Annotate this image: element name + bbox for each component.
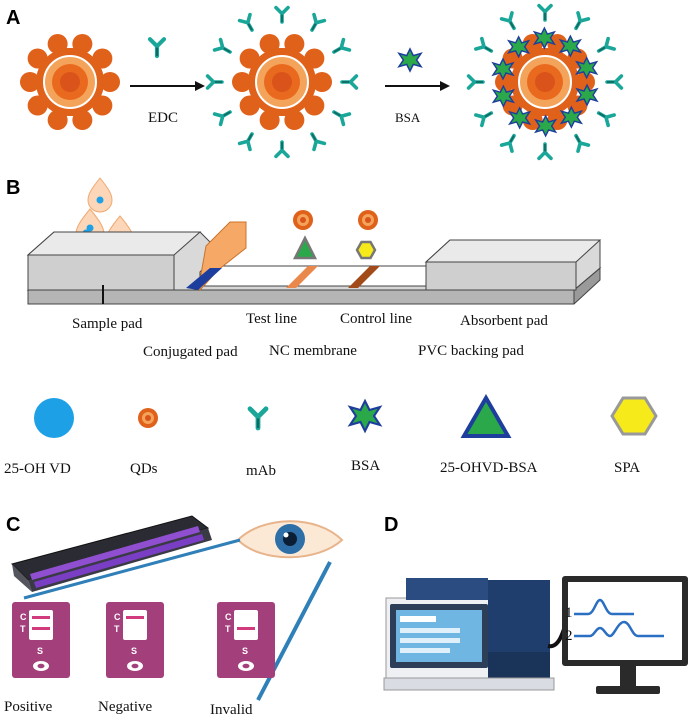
antibody-icon — [305, 12, 327, 35]
antibody-icon — [274, 5, 290, 24]
antibody-icon — [212, 105, 235, 127]
sample-pad-label: Sample pad — [72, 316, 143, 332]
qd-shell-lobe — [232, 72, 252, 92]
legend-label-spa: SPA — [614, 460, 640, 476]
antibody-icon — [274, 140, 290, 159]
antibody-icon — [340, 74, 359, 90]
result-invalid-label: Invalid — [210, 702, 253, 718]
eye-icon — [236, 520, 344, 559]
antibody-icon — [250, 409, 266, 428]
panel-letter-d: D — [384, 514, 398, 536]
peak-label-2: 2 — [565, 628, 573, 644]
panel-letter-a: A — [6, 7, 20, 29]
result-positive-label: Positive — [4, 699, 53, 715]
cassette-t-label: T — [225, 624, 231, 634]
antibody-icon — [305, 129, 327, 152]
cassette-invalid: C T S — [217, 602, 275, 678]
qd-shell-lobe — [495, 72, 515, 92]
antibody-icon — [474, 36, 497, 58]
qd-shell — [20, 33, 120, 131]
legend-label-25ohvd-bsa: 25-OHVD-BSA — [440, 460, 538, 476]
legend: 25-OH VD QDs mAb BSA 25-OHVD-BSA SPA — [4, 394, 658, 479]
cassette-s-label: S — [131, 646, 137, 656]
legend-label-25ohvd: 25-OH VD — [4, 461, 71, 477]
cassette-c-label: C — [225, 612, 232, 622]
cassette-s-label: S — [242, 646, 248, 656]
antibody-icon — [499, 130, 521, 153]
antibody-icon — [569, 130, 591, 153]
legend-label-bsa: BSA — [351, 458, 380, 474]
antibody-icon — [537, 3, 553, 22]
qd-core — [510, 47, 580, 117]
bsa-icon — [398, 48, 422, 72]
antibody-icon — [212, 37, 235, 59]
cassette-negative: C T S — [106, 602, 164, 678]
cassette-c-label: C — [20, 612, 27, 622]
cassette-t-label: T — [114, 624, 120, 634]
pvc-backing-pad-label: PVC backing pad — [418, 343, 524, 359]
absorbent-pad-label: Absorbent pad — [460, 313, 548, 329]
qd-core — [35, 47, 105, 117]
reagent-edc-label: EDC — [148, 110, 178, 126]
antibody-icon — [537, 142, 553, 161]
antibody-icon — [237, 12, 259, 35]
test-line — [286, 266, 318, 288]
view-line-left — [23, 538, 241, 600]
uv-lamp-icon — [11, 515, 212, 592]
test-line-label: Test line — [246, 311, 297, 327]
qd-shell-lobe — [20, 72, 40, 92]
antibody-icon — [329, 105, 352, 127]
qd-shell-lobe — [575, 72, 595, 92]
blue-circle-icon — [34, 398, 74, 438]
peak-label-1: 1 — [565, 605, 573, 621]
control-line — [348, 266, 380, 288]
legend-label-mab: mAb — [246, 463, 276, 479]
peak-curve-2 — [574, 620, 664, 638]
yellow-hexagon-icon — [610, 396, 658, 436]
antibody-icon — [605, 74, 624, 90]
antibody-icon — [466, 74, 485, 90]
nc-membrane — [178, 265, 464, 287]
panel-letter-b: B — [6, 177, 20, 199]
test-line-antigen — [292, 235, 318, 260]
qd-shell-lobe — [100, 72, 120, 92]
control-line-label: Control line — [340, 311, 412, 327]
conjugated-pad-label: Conjugated pad — [143, 344, 238, 360]
antibody-icon — [499, 11, 521, 34]
qd-shell — [232, 33, 332, 131]
antibody-icon — [205, 74, 224, 90]
antibody-icon — [329, 37, 352, 59]
quantum-dot-icon — [138, 408, 158, 428]
control-line-spa — [355, 240, 377, 260]
lateral-flow-strip — [26, 221, 602, 305]
peak-curve-1 — [574, 598, 634, 616]
antibody-icon — [150, 39, 164, 56]
fluorescence-reader-icon — [383, 578, 555, 691]
legend-label-qds: QDs — [130, 461, 158, 477]
monitor-icon: 1 2 — [562, 576, 688, 694]
nc-membrane-label: NC membrane — [269, 343, 357, 359]
antibody-icon — [237, 129, 259, 152]
reagent-bsa-label: BSA — [395, 110, 421, 125]
result-negative-label: Negative — [98, 699, 152, 715]
cassette-s-label: S — [37, 646, 43, 656]
cassette-c-label: C — [114, 612, 121, 622]
green-triangle-icon — [460, 394, 512, 438]
antibody-icon — [593, 36, 616, 58]
test-line-qd — [293, 210, 313, 230]
cassette-positive: C T S — [12, 602, 70, 678]
antibody-icon — [569, 11, 591, 34]
antibody-icon — [474, 106, 497, 128]
cassette-t-label: T — [20, 624, 26, 634]
qd-core — [247, 47, 317, 117]
bsa-icon — [348, 399, 382, 433]
qd-shell-lobe — [312, 72, 332, 92]
antibody-icon — [593, 106, 616, 128]
control-line-qd — [358, 210, 378, 230]
panel-letter-c: C — [6, 514, 20, 536]
